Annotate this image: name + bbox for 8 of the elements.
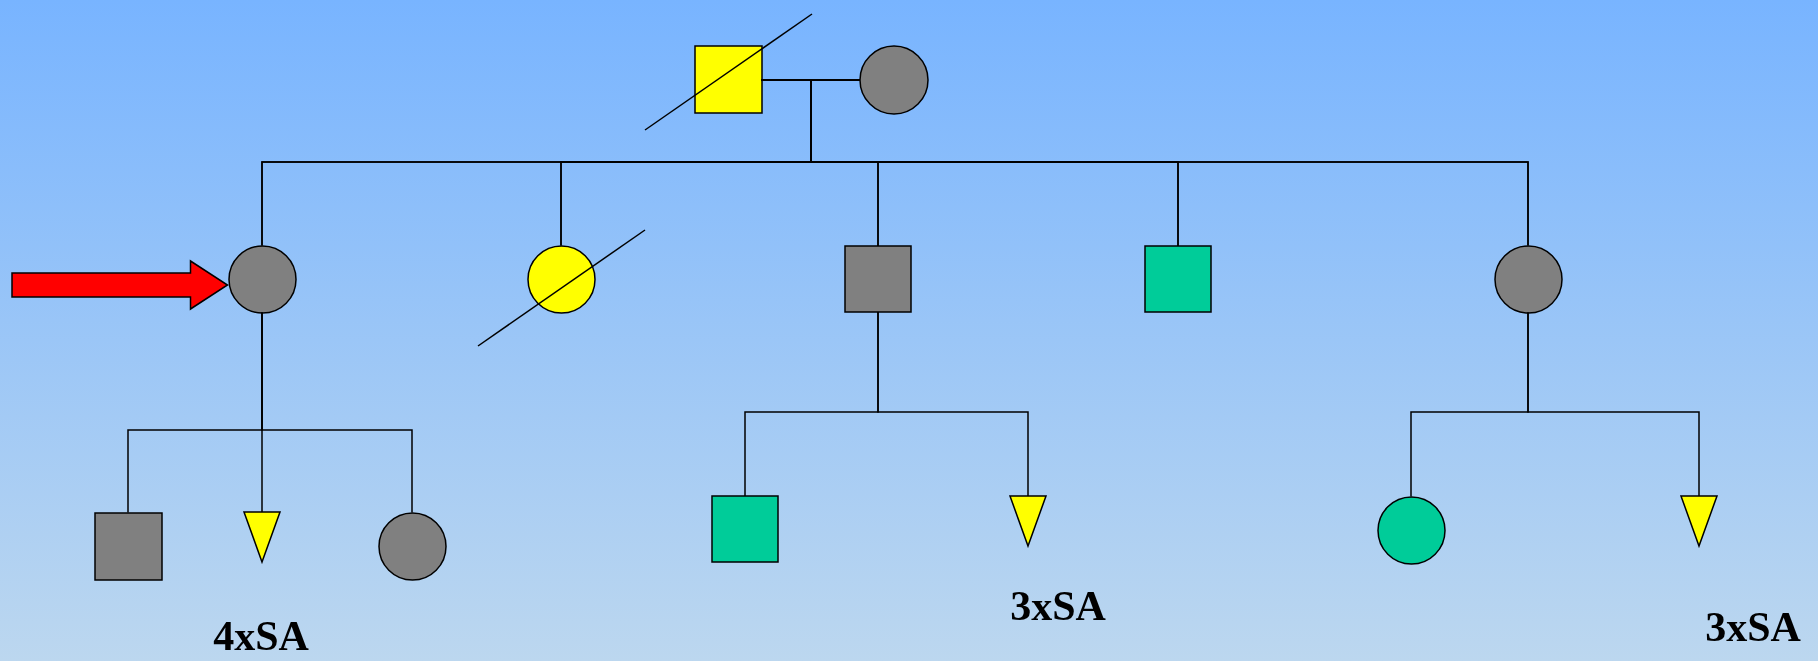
annotation-text: 4xSA — [213, 612, 309, 660]
annotation-text: 3xSA — [1010, 582, 1106, 630]
pedigree-line — [744, 311, 879, 497]
pedigree-line — [127, 311, 263, 514]
block-arrow — [11, 259, 229, 311]
annotation-text: 3xSA — [1705, 603, 1801, 651]
pedigree-line — [1410, 311, 1529, 498]
pedigree-line — [760, 79, 861, 81]
